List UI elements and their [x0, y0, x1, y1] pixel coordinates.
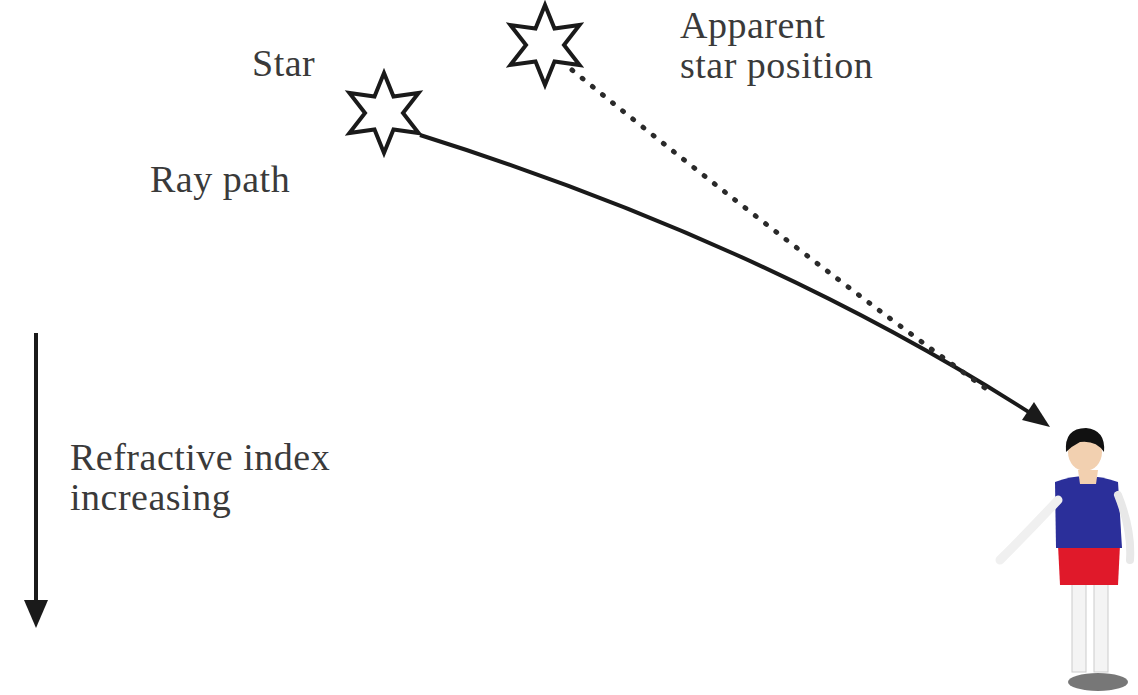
index-arrowhead [24, 600, 48, 628]
apparent-direction-line [572, 70, 985, 388]
observer-figure [1000, 428, 1130, 691]
ray-arrowhead [1022, 402, 1050, 427]
apparent-star-label: Apparent star position [680, 6, 885, 86]
ray-path-label: Ray path [150, 160, 380, 200]
refractive-index-label: Refractive index increasing [70, 438, 360, 518]
star-symbol [349, 73, 418, 153]
star-label: Star [252, 44, 372, 84]
apparent-star-symbol [510, 5, 579, 85]
index-arrow-shaft [34, 333, 38, 605]
ray-path-line [420, 135, 1038, 418]
